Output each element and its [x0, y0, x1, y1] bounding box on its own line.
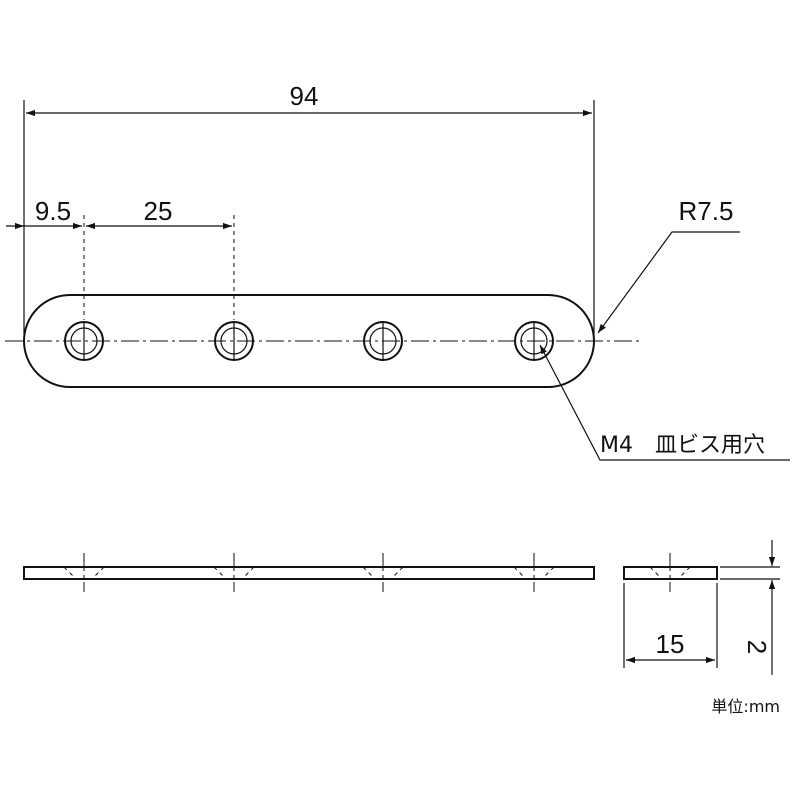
side-countersinks [63, 553, 555, 592]
end-view: 15 2 [623, 540, 780, 675]
hole-note: M4 皿ビス用穴 [600, 433, 765, 458]
dimension-width: 15 [656, 629, 685, 659]
dimension-end-radius: R7.5 [679, 196, 734, 226]
countersunk-hole-4 [514, 321, 554, 361]
hole-note-leader [539, 344, 790, 461]
side-view [23, 553, 595, 592]
plate-side-outline [23, 566, 595, 580]
dimension-edge-to-hole: 9.5 [35, 196, 71, 226]
countersunk-hole-2 [214, 321, 254, 361]
countersunk-hole-3 [363, 321, 403, 361]
top-view: 94 9.5 25 R7.5 M4 皿ビス用穴 [5, 81, 790, 461]
unit-label: 単位:mm [711, 697, 780, 716]
dimension-overall-length: 94 [290, 81, 319, 111]
countersunk-hole-1 [64, 321, 104, 361]
radius-leader [597, 231, 740, 334]
dimension-thickness: 2 [742, 640, 772, 654]
dimension-hole-pitch: 25 [144, 196, 173, 226]
